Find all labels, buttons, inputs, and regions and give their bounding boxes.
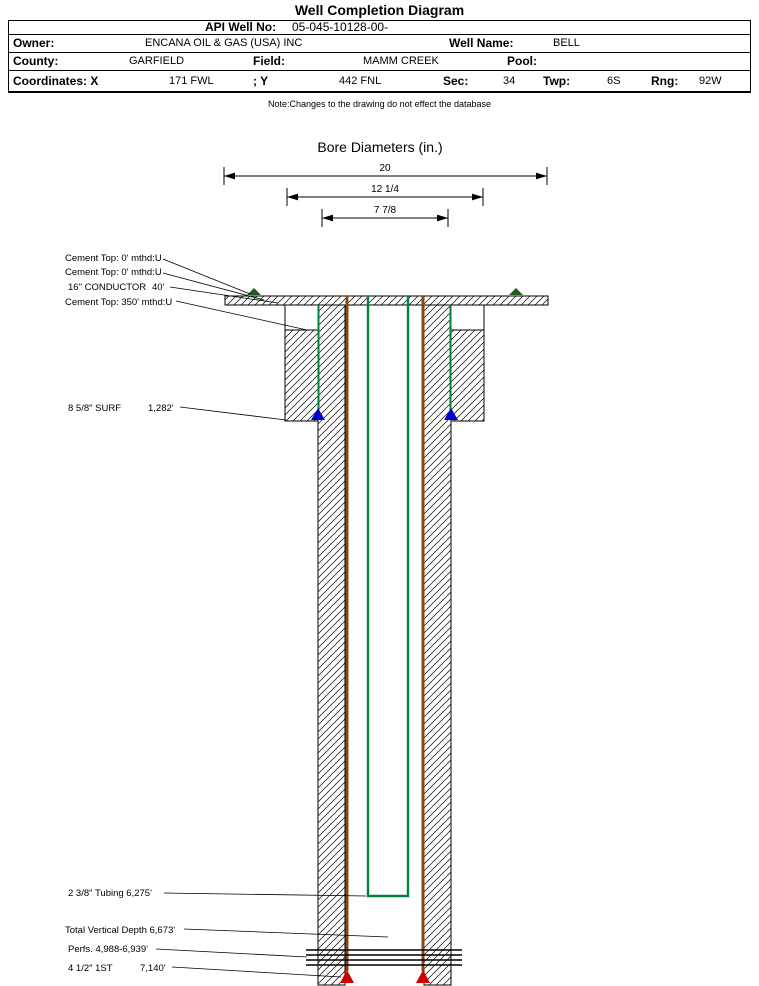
callout-production-casing-name: 4 1/2" 1ST [68,963,113,974]
owner-row: Owner: ENCANA OIL & GAS (USA) INC Well N… [9,34,750,52]
production-cement-right [423,304,452,986]
twp-value: 6S [607,75,621,87]
callout-conductor-depth: 40' [152,282,165,293]
leader-tvd [183,928,389,938]
county-label: County: [13,54,59,68]
rng-value: 92W [699,75,722,87]
page-title: Well Completion Diagram [294,2,465,18]
county-row: County: GARFIELD Field: MAMM CREEK Pool: [9,52,750,70]
production-shoe-right-icon [416,970,430,983]
coordinates-y-label: ; Y [253,74,269,88]
well-name-value: BELL [553,37,580,49]
callout-surface-casing-depth: 1,282' [148,403,174,414]
dimension-7-78-label: 7 7/8 [374,205,397,216]
callout-tubing: 2 3/8" Tubing 6,275' [68,888,152,899]
callout-tvd: Total Vertical Depth 6,673' [65,925,175,936]
county-value: GARFIELD [129,55,185,67]
rng-label: Rng: [651,74,679,88]
well-info-table: API Well No: 05-045-10128-00- Owner: ENC… [8,20,751,93]
surface-shoe-right-icon [444,408,458,420]
production-cement-left [317,304,346,986]
sec-label: Sec: [443,74,469,88]
tubing-string [366,296,410,898]
leader-cement-top-2 [162,272,265,301]
pool-label: Pool: [507,54,537,68]
wellbore-schematic [224,288,549,986]
leader-surface-casing [179,406,287,421]
coordinates-y-value: 442 FNL [339,75,382,87]
dimension-12-14-label: 12 1/4 [371,184,399,195]
twp-label: Twp: [543,74,571,88]
cement-top-marker-right-icon [509,288,523,295]
well-name-label: Well Name: [449,36,514,50]
dimension-20-arrow-left [224,172,235,180]
leader-production-casing [171,966,342,978]
api-label: API Well No: [205,20,277,34]
bore-diameters-title: Bore Diameters (in.) [317,139,442,155]
dimension-20-arrow-right [536,172,547,180]
dimension-12-14-arrow-left [287,193,298,201]
dimension-12-14-arrow-right [472,193,483,201]
surface-cement-left [284,329,319,422]
leader-cement-top-1 [162,258,251,295]
cement-top-marker-left-icon [247,288,261,295]
api-value: 05-045-10128-00- [292,20,389,34]
coordinates-row: Coordinates: X 171 FWL ; Y 442 FNL Sec: … [9,70,750,91]
owner-label: Owner: [13,36,55,50]
field-value: MAMM CREEK [363,55,439,67]
api-row: API Well No: 05-045-10128-00- [9,21,750,34]
bore-dimensions: 20 12 1/4 7 7/8 [223,163,548,227]
conductor-flange [224,295,549,306]
coordinates-label: Coordinates: X [13,74,99,88]
coordinates-x-value: 171 FWL [169,75,214,87]
callout-cement-top-2: Cement Top: 0' mthd:U [65,267,162,278]
surface-shoe-left-icon [311,408,325,420]
owner-value: ENCANA OIL & GAS (USA) INC [145,37,303,49]
callout-labels: Cement Top: 0' mthd:U Cement Top: 0' mth… [65,253,389,978]
leader-cement-top-3 [175,300,308,331]
dimension-20-label: 20 [379,163,391,174]
callout-surface-casing-name: 8 5/8" SURF [68,403,121,414]
leader-tubing [163,892,367,897]
leader-conductor [169,286,279,304]
leader-perfs [155,948,308,958]
note-text: Note:Changes to the drawing do not effec… [268,99,491,109]
callout-perfs: Perfs. 4,988-6,939' [68,944,148,955]
dimension-7-78-arrow-right [437,214,448,222]
callout-production-casing-depth: 7,140' [140,963,166,974]
production-shoe-left-icon [340,970,354,983]
callout-conductor-name: 16" CONDUCTOR [68,282,146,293]
sec-value: 34 [503,75,516,87]
dimension-7-78-arrow-left [322,214,333,222]
field-label: Field: [253,54,285,68]
callout-cement-top-1: Cement Top: 0' mthd:U [65,253,162,264]
callout-cement-top-3: Cement Top: 350' mthd:U [65,297,172,308]
surface-cement-right [450,329,485,422]
